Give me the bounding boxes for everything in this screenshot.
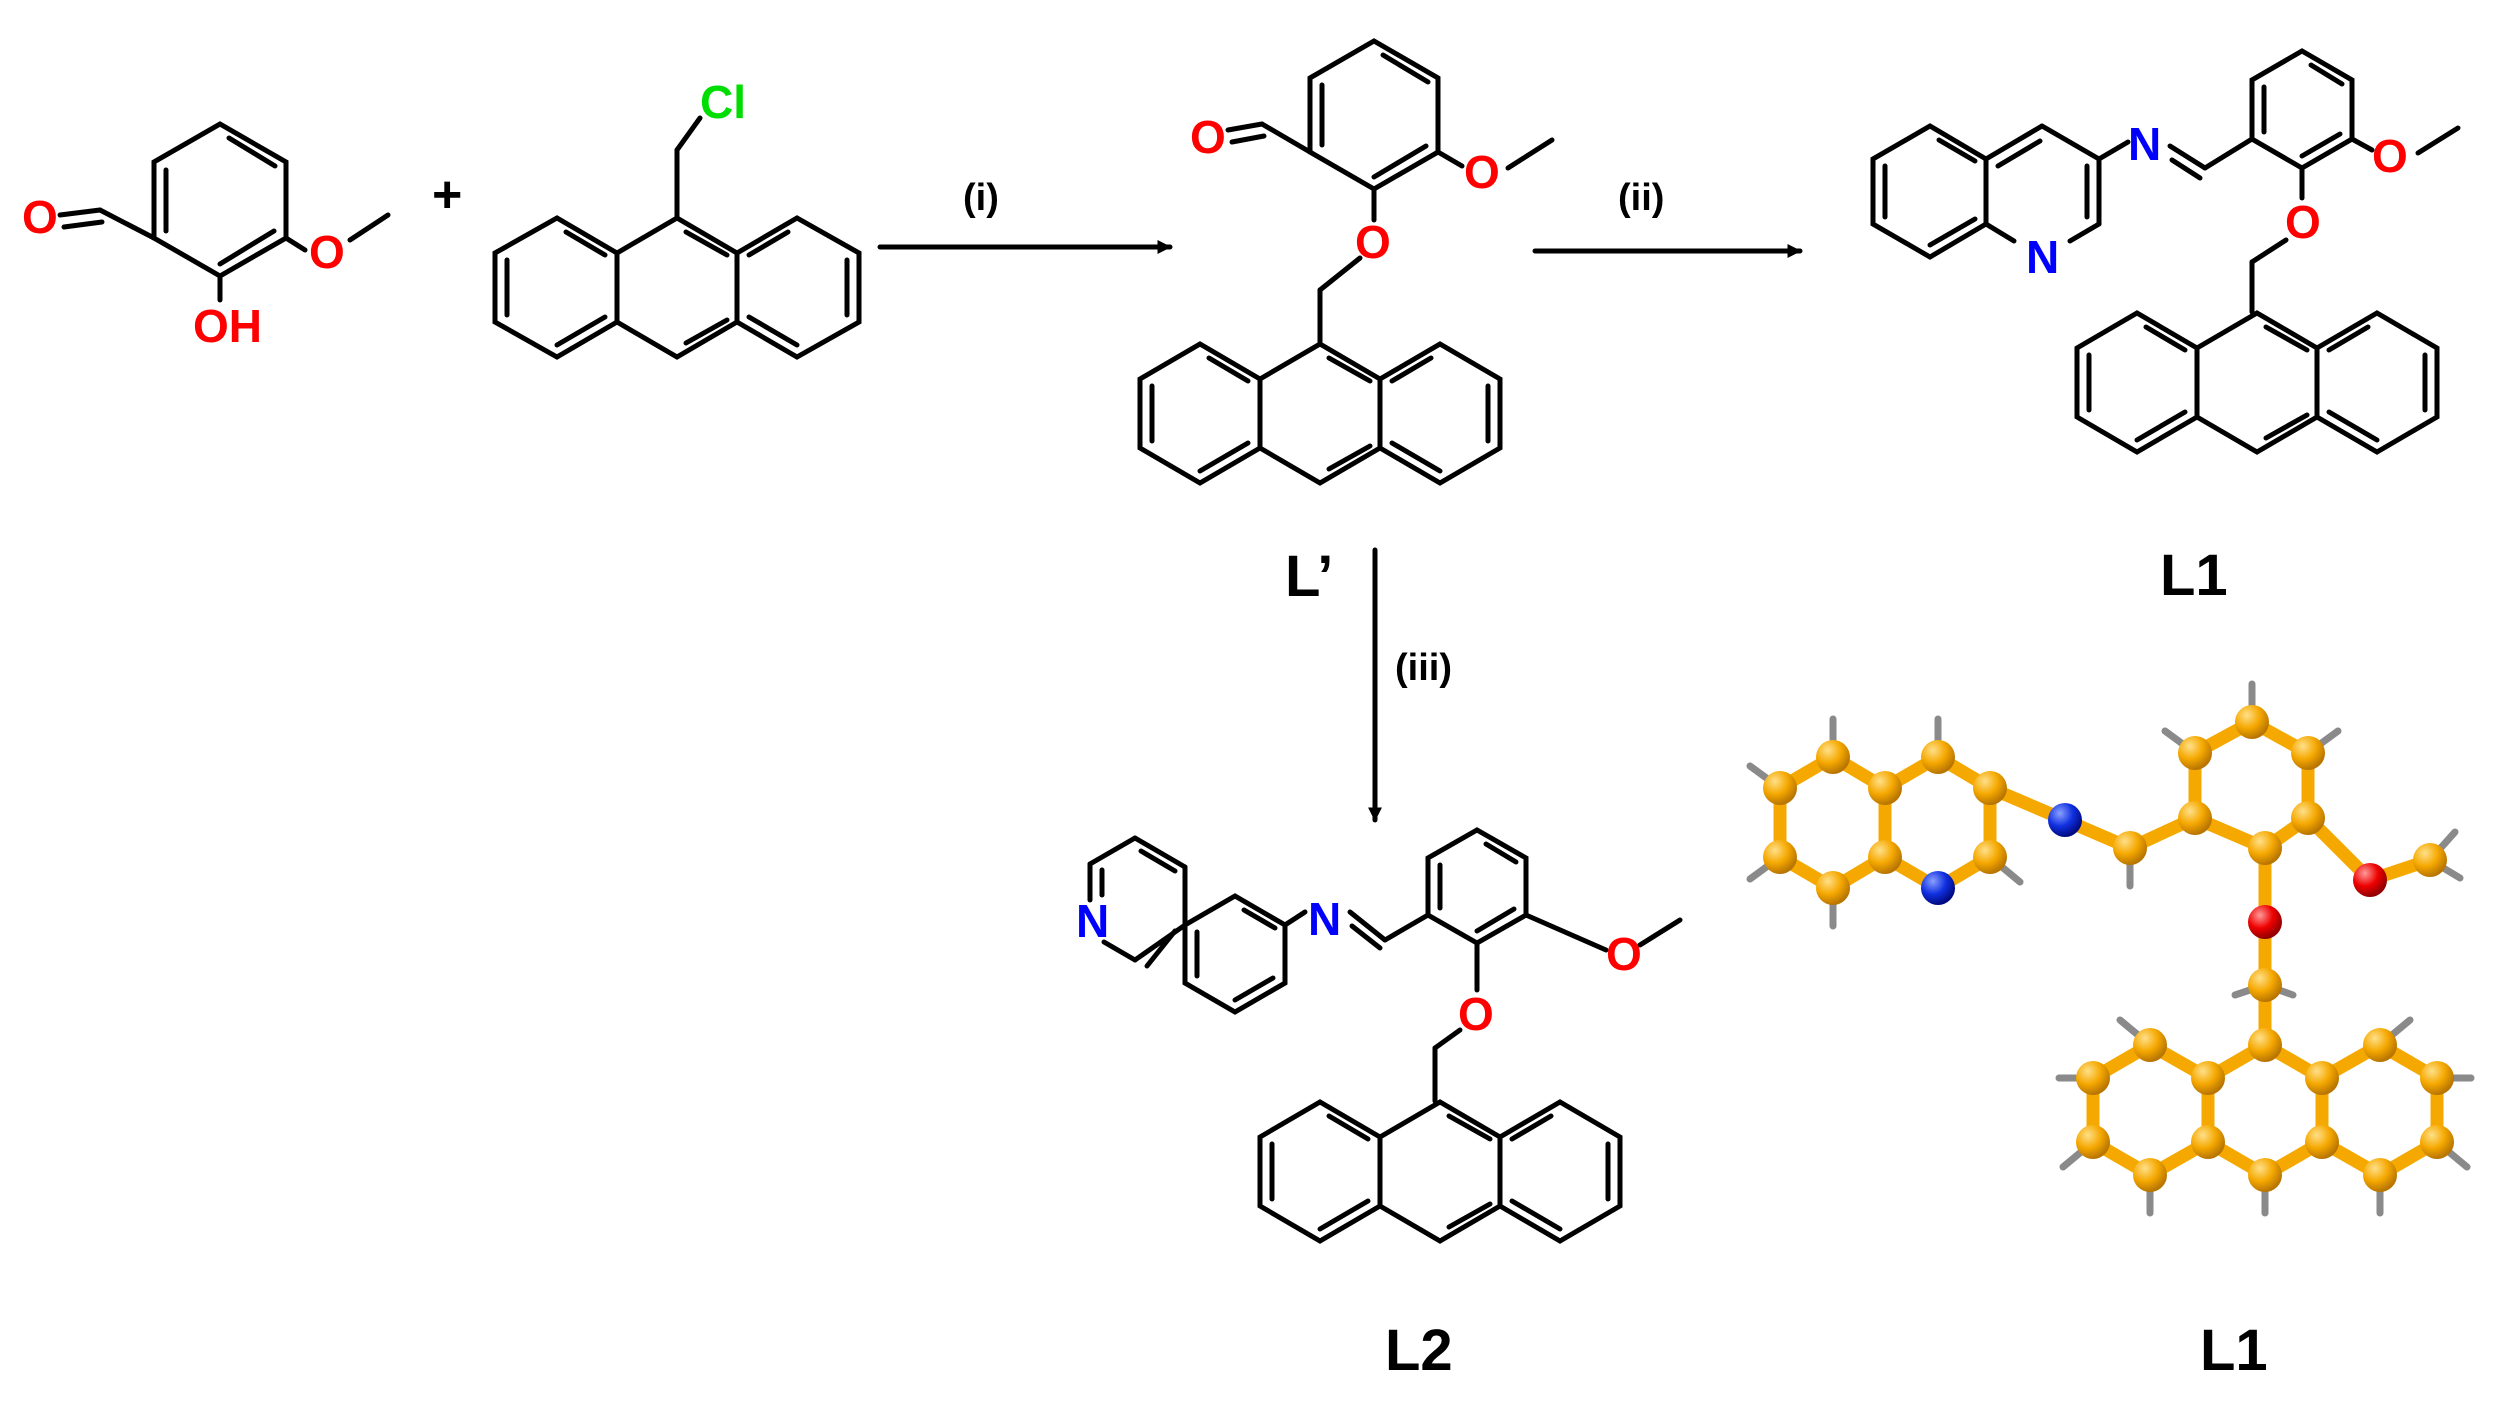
product-l2: N N O O: [1076, 827, 1683, 1244]
carbon-atom-ball: [2235, 705, 2269, 739]
carbon-atom-ball: [2305, 1125, 2339, 1159]
plus-sign: +: [432, 166, 462, 224]
carbon-atom-ball: [2113, 831, 2147, 865]
atom-o: O: [2285, 196, 2321, 248]
carbon-atom-ball: [2248, 968, 2282, 1002]
carbon-atom-ball: [2133, 1028, 2167, 1062]
step-i-label: (i): [963, 177, 999, 219]
atom-oh: OH: [193, 300, 262, 352]
atom-n: N: [1308, 893, 1341, 945]
atom-n: N: [2128, 118, 2161, 170]
carbon-atom-ball: [2420, 1061, 2454, 1095]
atom-o: O: [22, 191, 58, 243]
carbon-atom-ball: [2191, 1125, 2225, 1159]
oxygen-atom-ball: [2248, 905, 2282, 939]
carbon-atom-ball: [2248, 831, 2282, 865]
product-l1: N N O O: [1870, 48, 2461, 455]
compound-label-l2: L2: [1385, 1318, 1453, 1383]
carbon-atom-ball: [1763, 840, 1797, 874]
step-ii-label: (ii): [1618, 177, 1664, 219]
crystal-structure-l1: [1746, 680, 2475, 1217]
carbon-atom-ball: [1921, 740, 1955, 774]
atom-n: N: [1076, 895, 1109, 947]
carbon-atom-ball: [2248, 1028, 2282, 1062]
atom-cl: Cl: [700, 76, 746, 128]
carbon-atom-ball: [1868, 840, 1902, 874]
step-iii-label: (iii): [1395, 647, 1452, 689]
carbon-atom-ball: [1816, 740, 1850, 774]
carbon-atom-ball: [1868, 771, 1902, 805]
atom-o: O: [2372, 130, 2408, 182]
carbon-atom-ball: [1816, 871, 1850, 905]
carbon-atom-ball: [2076, 1061, 2110, 1095]
carbon-atom-ball: [2420, 1125, 2454, 1159]
atom-n: N: [2026, 231, 2059, 283]
carbon-atom-ball: [2305, 1061, 2339, 1095]
carbon-atom-ball: [2133, 1158, 2167, 1192]
carbon-atom-ball: [2363, 1028, 2397, 1062]
carbon-atom-ball: [2178, 736, 2212, 770]
atom-o: O: [1190, 111, 1226, 163]
carbon-atom-ball: [2178, 801, 2212, 835]
compound-label-l1: L1: [2160, 543, 2228, 608]
intermediate-l-prime: O O O: [1137, 38, 1555, 486]
atom-o: O: [1606, 928, 1642, 980]
carbon-atom-ball: [1973, 771, 2007, 805]
carbon-atom-ball: [2413, 843, 2447, 877]
carbon-atom-ball: [2291, 801, 2325, 835]
compound-label-crystal-l1: L1: [2200, 1318, 2268, 1383]
carbon-atom-ball: [1763, 771, 1797, 805]
atom-o: O: [1464, 146, 1500, 198]
carbon-atom-ball: [2191, 1061, 2225, 1095]
atom-o: O: [1355, 216, 1391, 268]
reactant-o-vanillin: O OH O: [22, 121, 391, 352]
compound-label-l-prime: L’: [1285, 544, 1333, 609]
carbon-atom-ball: [1973, 840, 2007, 874]
carbon-atom-ball: [2076, 1125, 2110, 1159]
oxygen-atom-ball: [2353, 863, 2387, 897]
nitrogen-atom-ball: [1921, 871, 1955, 905]
atom-o: O: [1458, 988, 1494, 1040]
carbon-atom-ball: [2291, 736, 2325, 770]
carbon-atom-ball: [2248, 1158, 2282, 1192]
nitrogen-atom-ball: [2048, 803, 2082, 837]
reactant-chloromethylanthracene: Cl: [492, 76, 862, 360]
carbon-atom-ball: [2363, 1158, 2397, 1192]
atom-o: O: [309, 226, 345, 278]
